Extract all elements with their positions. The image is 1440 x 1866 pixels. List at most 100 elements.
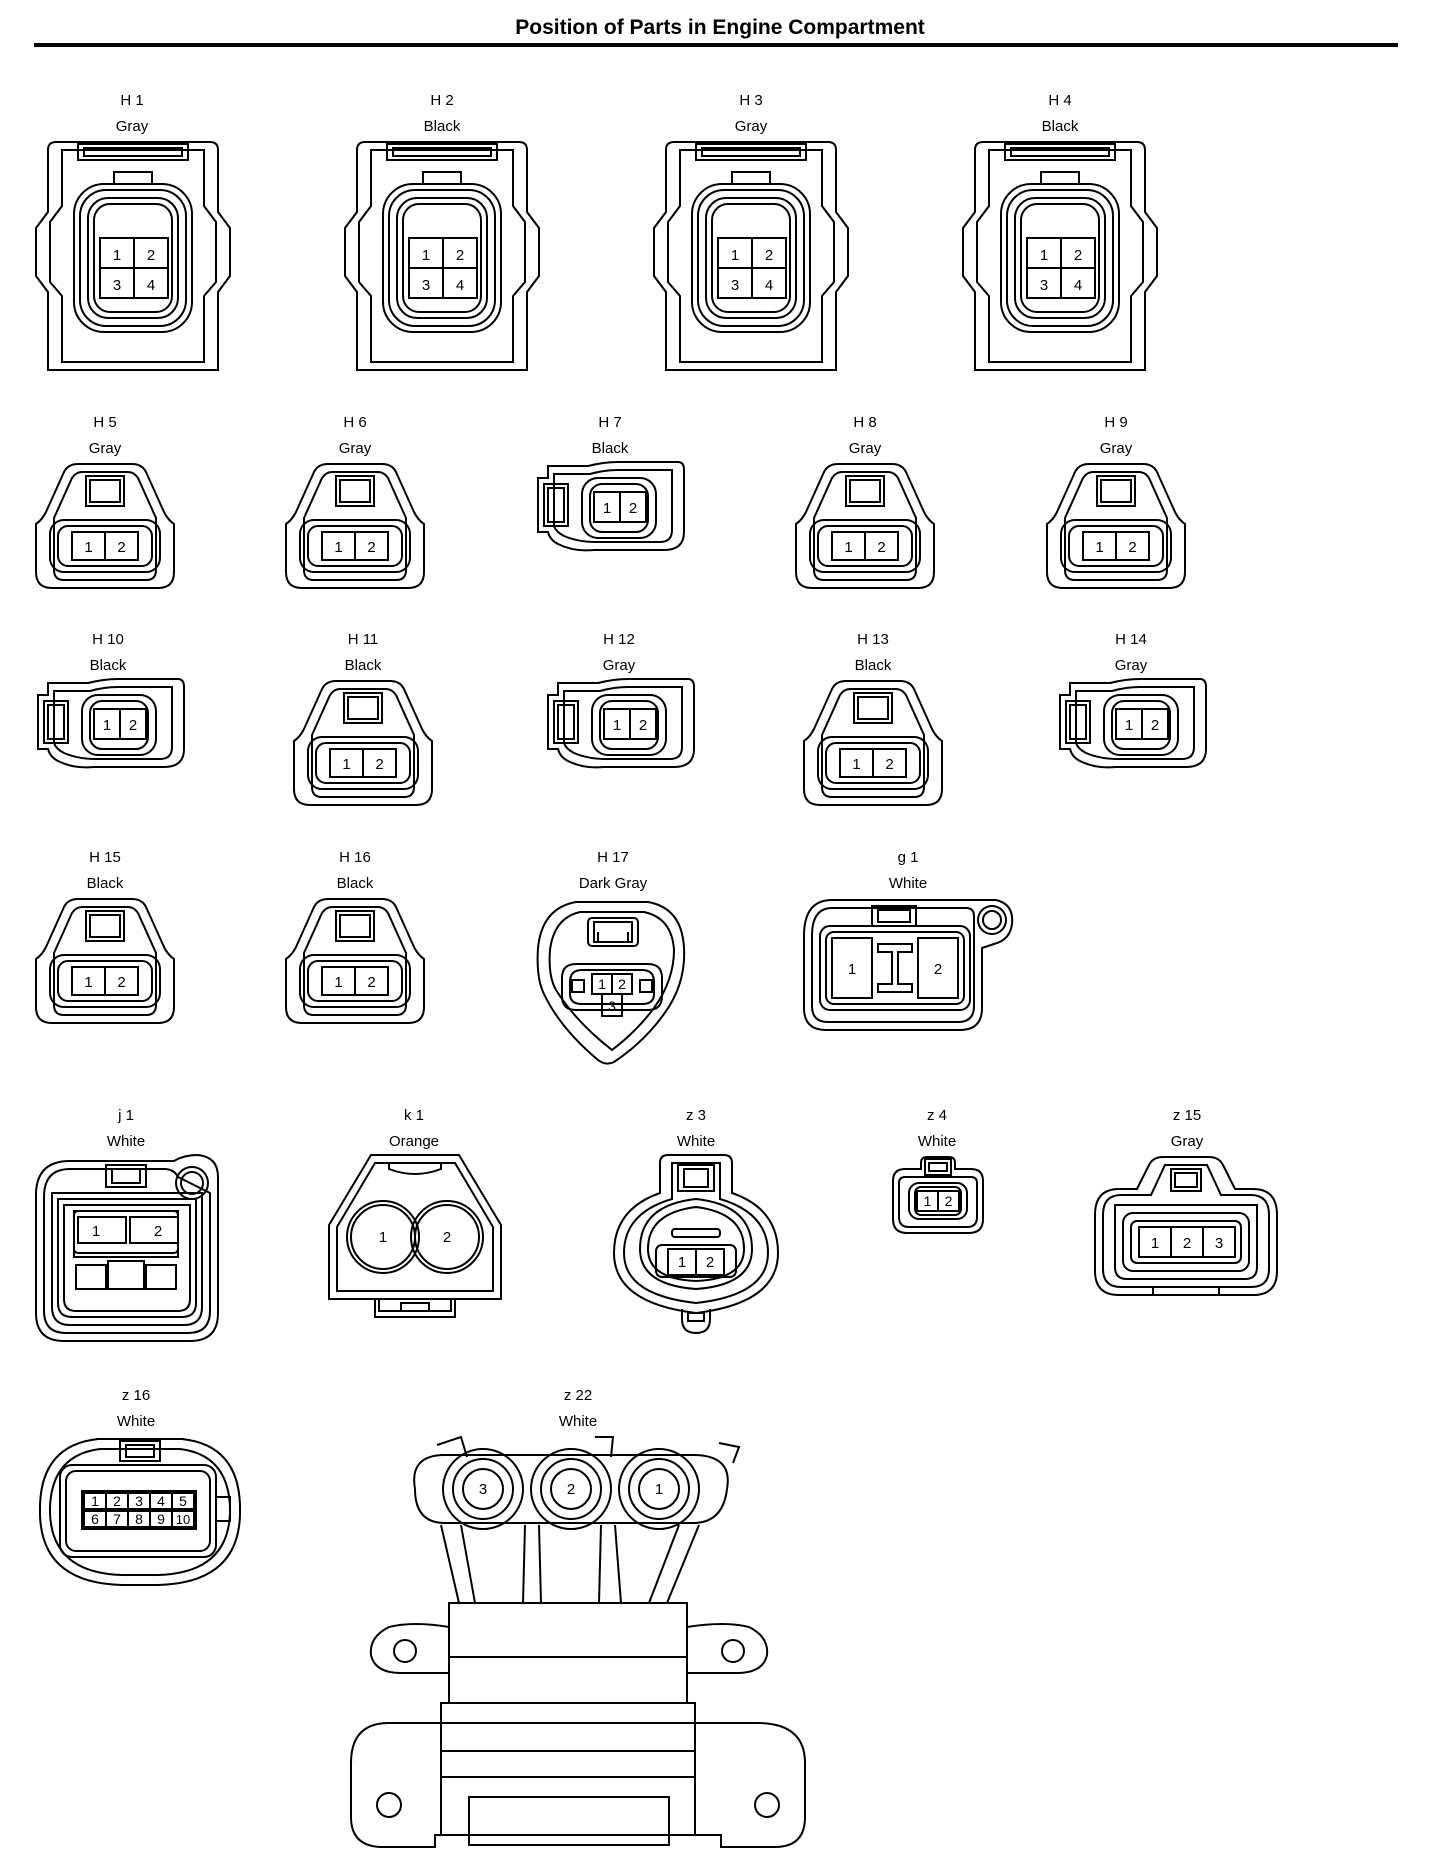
pin-label: 4 [765, 277, 773, 294]
connector-code: H 10 [92, 631, 124, 648]
pin-label: 9 [157, 1511, 165, 1527]
pin-label: 3 [608, 998, 616, 1014]
pin-label: 1 [844, 539, 852, 556]
connector-code: H 13 [857, 631, 889, 648]
pin-label: 2 [367, 974, 375, 991]
pin-label: 2 [945, 1193, 953, 1209]
pin-label: 3 [422, 277, 430, 294]
connector-color: Gray [115, 118, 149, 135]
pin-label: 1 [731, 247, 739, 264]
connector-color: White [106, 1133, 146, 1150]
pin-label: 2 [443, 1229, 451, 1246]
connector-drawing-h9: 1 2 [1045, 462, 1187, 590]
pin-label: 1 [342, 756, 350, 773]
connector-color: Black [591, 440, 629, 457]
connector-label-g1: g 1 White [858, 845, 958, 897]
connector-drawing-h17: 1 2 3 [536, 898, 688, 1066]
connector-drawing-h4: 1 2 3 4 [961, 140, 1159, 370]
connector-label-h11: H 11 Black [313, 627, 413, 679]
connector-code: H 2 [430, 92, 454, 109]
connector-label-h9: H 9 Gray [1066, 410, 1166, 462]
pin-label: 1 [91, 1493, 99, 1509]
pin-label: 1 [103, 717, 111, 734]
pin-label: 1 [1095, 539, 1103, 556]
connector-label-z22: z 22 White [528, 1383, 628, 1435]
pin-label: 4 [1074, 277, 1082, 294]
connector-code: z 3 [685, 1107, 706, 1124]
connector-label-h8: H 8 Gray [815, 410, 915, 462]
pin-label: 1 [334, 974, 342, 991]
pin-label: 1 [603, 500, 611, 517]
connector-color: White [116, 1413, 156, 1430]
pin-label: 2 [113, 1493, 121, 1509]
pin-label: 2 [367, 539, 375, 556]
connector-drawing-h11: 1 2 [292, 679, 434, 807]
connector-color: White [676, 1133, 716, 1150]
connector-drawing-h10: 1 2 [34, 677, 186, 771]
connector-code: H 16 [339, 849, 371, 866]
pin-label: 3 [1215, 1235, 1223, 1252]
pin-label: 3 [731, 277, 739, 294]
connector-code: H 3 [739, 92, 763, 109]
pin-label: 2 [154, 1223, 162, 1240]
connector-label-h1: H 1 Gray [82, 88, 182, 140]
pin-label: 1 [1125, 717, 1133, 734]
connector-label-h4: H 4 Black [1010, 88, 1110, 140]
connector-drawing-z16: 1 2 3 4 5 6 7 8 9 10 [38, 1435, 242, 1587]
connector-color: Black [423, 118, 461, 135]
pin-label: 8 [135, 1511, 143, 1527]
connector-code: H 15 [89, 849, 121, 866]
connector-code: H 9 [1104, 414, 1128, 431]
pin-label: 2 [877, 539, 885, 556]
pin-label: 1 [113, 247, 121, 264]
pin-label: 7 [113, 1511, 121, 1527]
connector-label-k1: k 1 Orange [364, 1103, 464, 1155]
connector-drawing-h13: 1 2 [802, 679, 944, 807]
connector-code: H 11 [347, 631, 379, 648]
pin-label: 1 [92, 1223, 100, 1240]
pin-label: 2 [375, 756, 383, 773]
connector-color: White [888, 875, 928, 892]
connector-drawing-z15: 1 2 3 [1093, 1155, 1279, 1301]
connector-color: Gray [1114, 657, 1148, 674]
pin-label: 1 [84, 539, 92, 556]
pin-label: 1 [422, 247, 430, 264]
pin-label: 1 [655, 1481, 663, 1498]
connector-drawing-h8: 1 2 [794, 462, 936, 590]
pin-label: 2 [1183, 1235, 1191, 1252]
pin-label: 1 [1151, 1235, 1159, 1252]
connector-code: z 16 [121, 1387, 151, 1404]
connector-label-z15: z 15 Gray [1137, 1103, 1237, 1155]
pin-label: 6 [91, 1511, 99, 1527]
connector-code: H 8 [853, 414, 877, 431]
pin-label: 2 [117, 539, 125, 556]
connector-drawing-h6: 1 2 [284, 462, 426, 590]
connector-label-z3: z 3 White [646, 1103, 746, 1155]
connector-code: H 17 [597, 849, 629, 866]
connector-drawing-g1: 1 2 [802, 896, 1016, 1034]
connector-drawing-z4: 1 2 [891, 1155, 985, 1235]
pin-label: 1 [84, 974, 92, 991]
connector-color: Gray [88, 440, 122, 457]
page-title: Position of Parts in Engine Compartment [515, 16, 925, 39]
pin-label: 10 [176, 1512, 190, 1527]
pin-label: 3 [479, 1481, 487, 1498]
pin-label: 1 [613, 717, 621, 734]
connector-code: H 5 [93, 414, 117, 431]
connector-drawing-k1: 1 2 [327, 1153, 503, 1321]
pin-label: 2 [117, 974, 125, 991]
pin-label: 4 [456, 277, 464, 294]
connector-label-j1: j 1 White [76, 1103, 176, 1155]
connector-label-h10: H 10 Black [58, 627, 158, 679]
connector-code: H 14 [1115, 631, 1147, 648]
connector-label-h17: H 17 Dark Gray [553, 845, 673, 897]
connector-code: H 6 [343, 414, 367, 431]
connector-label-h12: H 12 Gray [569, 627, 669, 679]
connector-label-h15: H 15 Black [55, 845, 155, 897]
pin-label: 3 [135, 1493, 143, 1509]
connector-label-h16: H 16 Black [305, 845, 405, 897]
pin-label: 2 [934, 961, 942, 978]
pin-label: 2 [1151, 717, 1159, 734]
connector-color: White [917, 1133, 957, 1150]
pin-label: 3 [1040, 277, 1048, 294]
